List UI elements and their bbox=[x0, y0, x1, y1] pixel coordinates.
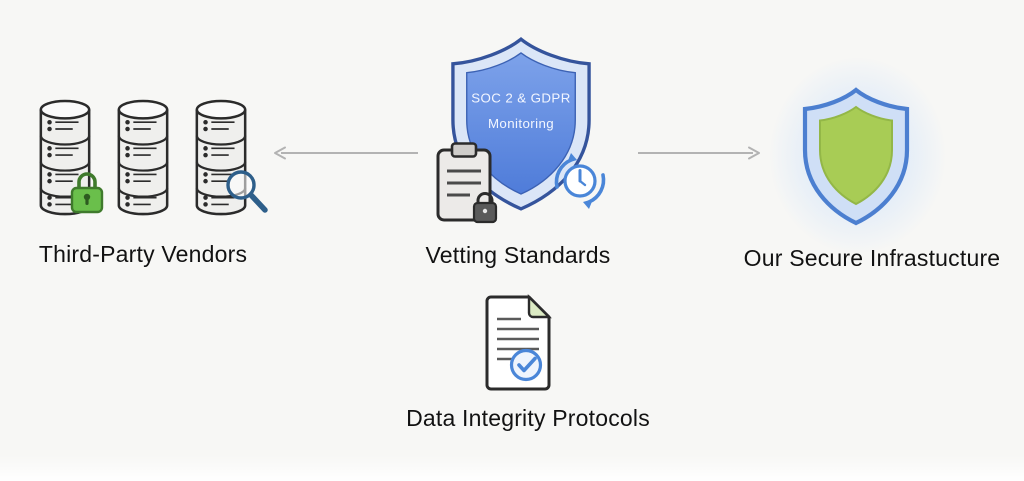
vendors-label: Third-Party Vendors bbox=[38, 241, 248, 267]
document-check-icon bbox=[485, 294, 552, 391]
shield-title-line1: SOC 2 & GDPR bbox=[471, 90, 570, 105]
sync-clock-icon bbox=[554, 153, 606, 209]
database-icon bbox=[117, 99, 169, 216]
clipboard-lock-icon bbox=[436, 142, 498, 224]
vetting-label: Vetting Standards bbox=[425, 242, 611, 268]
arrow-left-icon bbox=[274, 146, 418, 160]
magnifier-icon bbox=[226, 170, 268, 213]
infrastructure-label: Our Secure Infrastucture bbox=[743, 245, 1001, 271]
shield-check-icon bbox=[802, 87, 910, 226]
bottom-fade bbox=[0, 455, 1024, 481]
database-icon bbox=[39, 99, 91, 216]
lock-icon bbox=[70, 172, 104, 214]
arrow-right-icon bbox=[638, 146, 760, 160]
data-integrity-label: Data Integrity Protocols bbox=[406, 405, 650, 431]
shield-title-line2: Monitoring bbox=[488, 116, 554, 131]
